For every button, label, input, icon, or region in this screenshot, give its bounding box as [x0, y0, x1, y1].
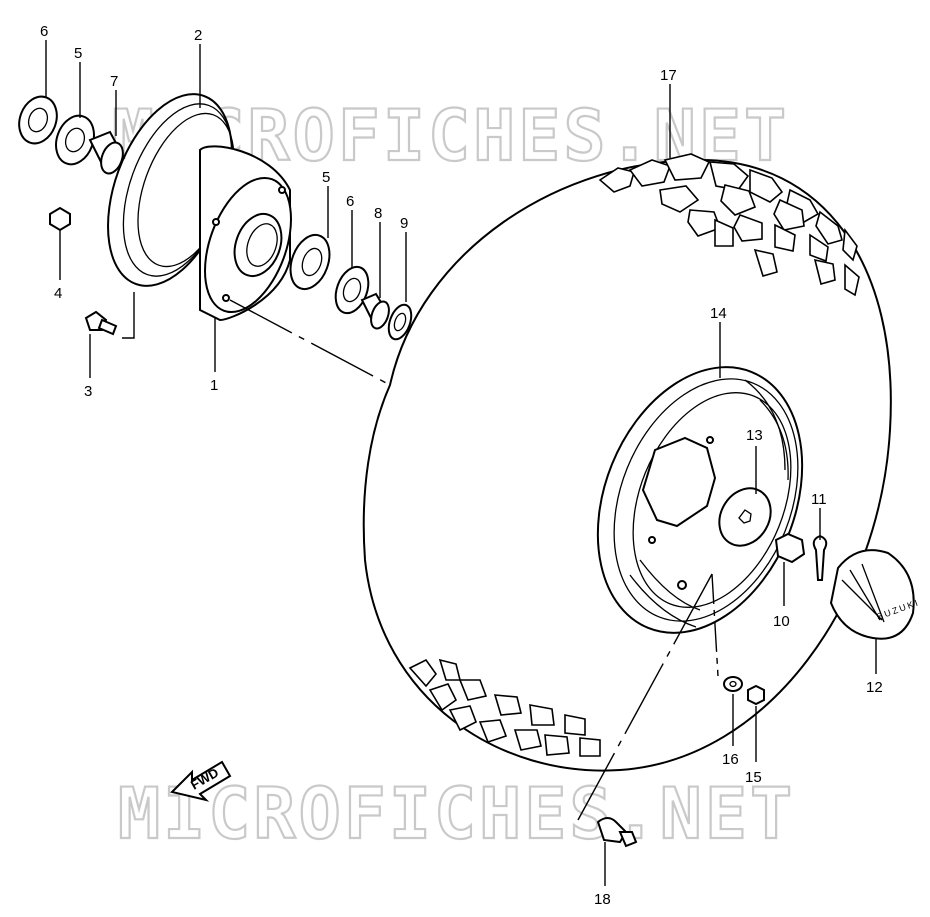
hub-bolt: [84, 310, 118, 336]
callout-3: 3: [84, 383, 92, 400]
callout-4: 4: [54, 285, 62, 302]
grease-cap: [49, 206, 71, 232]
wheel-rim: [596, 366, 804, 634]
callout-6-left: 6: [40, 23, 48, 40]
callout-18: 18: [594, 891, 611, 908]
callout-5-left: 5: [74, 45, 82, 62]
left-bearing: [55, 114, 95, 166]
cotter-pin: [812, 534, 828, 581]
callout-13: 13: [746, 427, 763, 444]
watermark-bottom: MICROFICHES.NET: [118, 773, 795, 855]
right-bearing: [289, 233, 331, 291]
callout-14: 14: [710, 305, 727, 322]
lug-washer: [723, 676, 743, 692]
callout-5-right: 5: [322, 169, 330, 186]
tread-bottom: [408, 658, 601, 757]
callout-numbers: 6 5 7 2 4 3 1 5 6 8 9 17 14 13 11 10 12 …: [40, 23, 883, 908]
callout-8: 8: [374, 205, 382, 222]
washer: [387, 303, 413, 341]
tire-valve: [596, 817, 638, 848]
callout-1: 1: [210, 377, 218, 394]
tread-top: [598, 153, 860, 297]
callout-9: 9: [400, 215, 408, 232]
callout-15: 15: [745, 769, 762, 786]
left-spacer: [88, 130, 126, 175]
callout-16: 16: [722, 751, 739, 768]
callout-11: 11: [811, 491, 827, 508]
right-spacer: [360, 292, 390, 330]
right-seal: [334, 265, 370, 315]
axle-nut: [774, 532, 806, 564]
callout-6-right: 6: [346, 193, 354, 210]
callout-2: 2: [194, 27, 202, 44]
lug-nut: [747, 684, 765, 706]
wheel-hub: [107, 93, 292, 322]
center-cap: SUZUKI: [829, 549, 921, 640]
callout-12: 12: [866, 679, 883, 696]
callout-17: 17: [660, 67, 677, 84]
leader-lines: [45, 40, 877, 886]
callout-7: 7: [110, 73, 118, 90]
callout-10: 10: [773, 613, 790, 630]
hub-disc: [718, 487, 772, 547]
